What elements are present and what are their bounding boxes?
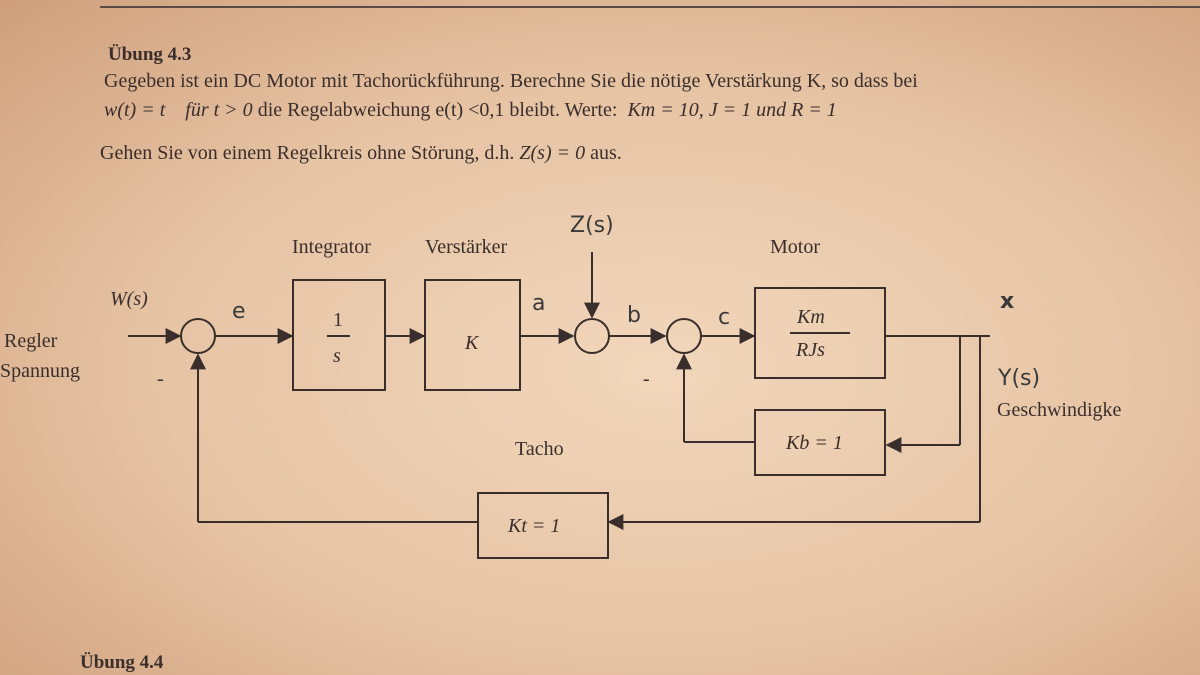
speed-label: Geschwindigke	[997, 399, 1122, 421]
motor-denominator: RJs	[795, 339, 825, 361]
exercise-line-3: Gehen Sie von einem Regelkreis ohne Stör…	[100, 142, 622, 165]
input-function: w(t) = t	[104, 99, 166, 121]
exercise-requirement: die Regelabweichung e(t) <0,1 bleibt. We…	[257, 99, 618, 121]
page-top-rule	[100, 6, 1200, 8]
motor-numerator: Km	[796, 306, 825, 328]
motor-block	[754, 287, 886, 379]
summing-junction-1	[180, 318, 216, 354]
tacho-outer-gain: Kt = 1	[507, 515, 560, 537]
assumption-text: Gehen Sie von einem Regelkreis ohne Stör…	[100, 142, 515, 164]
output-signal-label: Y(s)	[997, 366, 1040, 391]
integrator-numerator: 1	[333, 309, 343, 331]
handwritten-c: c	[718, 305, 730, 330]
integrator-label: Integrator	[292, 236, 371, 258]
regler-label: Regler	[4, 330, 58, 352]
assumption-end: aus.	[590, 142, 622, 164]
tacho-label: Tacho	[515, 438, 564, 460]
disturbance-zero: Z(s) = 0	[519, 142, 586, 164]
exercise-title: Übung 4.3	[108, 44, 192, 65]
time-condition: für t > 0	[185, 99, 253, 121]
handwritten-cross: x	[1000, 289, 1014, 314]
integrator-denominator: s	[333, 345, 341, 367]
minus-sign-outer: -	[157, 368, 164, 390]
summing-junction-disturbance	[574, 318, 610, 354]
summing-junction-2	[666, 318, 702, 354]
parameter-values: Km = 10, J = 1 und R = 1	[627, 99, 837, 121]
amplifier-label: Verstärker	[425, 236, 508, 258]
handwritten-b: b	[627, 303, 641, 328]
minus-sign-inner: -	[643, 368, 650, 390]
exercise-line-1: Gegeben ist ein DC Motor mit Tachorückfü…	[104, 70, 918, 92]
tacho-outer-block	[477, 492, 609, 559]
exercise-line-2: w(t) = t für t > 0 die Regelabweichung e…	[104, 99, 837, 122]
input-signal-label: W(s)	[110, 288, 148, 310]
amplifier-gain: K	[464, 332, 480, 354]
motor-label: Motor	[770, 236, 820, 258]
disturbance-label: Z(s)	[570, 213, 614, 238]
handwritten-e: e	[232, 299, 246, 324]
next-exercise-title: Übung 4.4	[80, 652, 164, 673]
spannung-label: Spannung	[0, 360, 80, 382]
tacho-inner-gain: Kb = 1	[785, 432, 843, 454]
handwritten-a: a	[532, 291, 545, 316]
